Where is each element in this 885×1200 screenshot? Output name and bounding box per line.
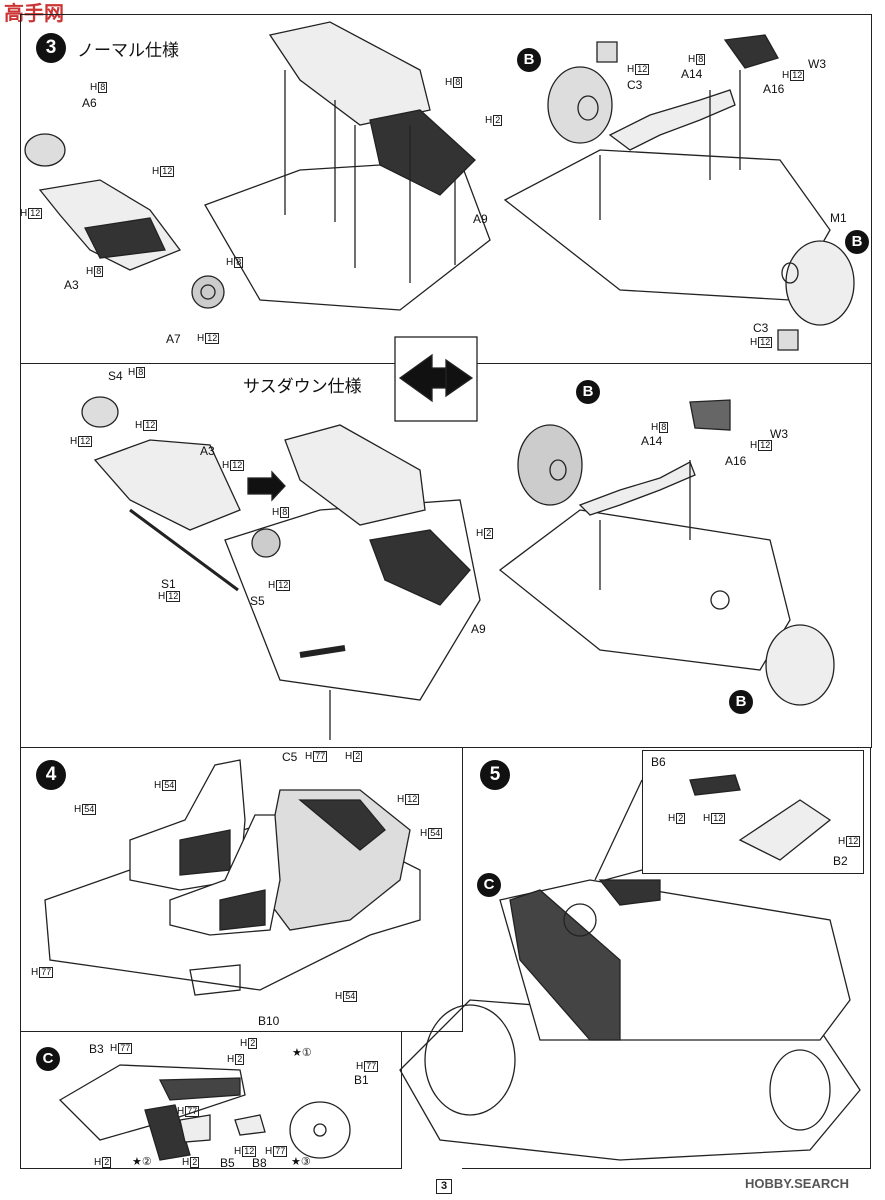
- wheel-b-sasdown-top: B: [576, 380, 600, 404]
- step5-panel: [462, 747, 871, 1169]
- star-mark-2: ★②: [132, 1156, 152, 1168]
- part-b1-label: B1: [354, 1073, 369, 1087]
- part-b6-label: B6: [651, 755, 666, 769]
- wheel-b-marker-bottom: B: [845, 230, 869, 254]
- part-a9-sasdown-label: A9: [471, 622, 486, 636]
- part-b8-label: B8: [252, 1156, 267, 1170]
- star-mark-1: ★①: [292, 1047, 312, 1059]
- part-a9-label: A9: [473, 212, 488, 226]
- subassembly-c-marker: C: [36, 1047, 60, 1071]
- part-b2-label: B2: [833, 854, 848, 868]
- hobbysearch-watermark: HOBBY.SEARCH: [745, 1176, 850, 1191]
- part-s4-label: S4: [108, 369, 123, 383]
- part-b5-label: B5: [220, 1156, 235, 1170]
- sasdown-spec-title: サスダウン仕様: [243, 377, 362, 396]
- part-s5-label: S5: [250, 594, 265, 608]
- part-c5-label: C5: [282, 750, 298, 764]
- normal-spec-title: ノーマル仕様: [77, 41, 179, 60]
- part-s1-label: S1: [161, 577, 176, 591]
- part-b10-label: B10: [258, 1014, 280, 1028]
- part-a16-sasdown-label: A16: [725, 454, 747, 468]
- stepC-panel: [20, 1031, 402, 1169]
- step-4-number: 4: [36, 760, 66, 790]
- part-w3-sasdown-label: W3: [770, 427, 788, 441]
- step-3-number: 3: [36, 33, 66, 63]
- page-number: 3: [436, 1179, 453, 1194]
- part-w3-label: W3: [808, 57, 826, 71]
- star-mark-3: ★③: [291, 1156, 311, 1168]
- subassembly-c-marker-step5: C: [477, 873, 501, 897]
- part-a3-sasdown-label: A3: [200, 444, 215, 458]
- wheel-b-marker-top: B: [517, 48, 541, 72]
- wheel-b-sasdown-bottom: B: [729, 690, 753, 714]
- part-b3-label: B3: [89, 1042, 104, 1056]
- part-a16-label: A16: [763, 82, 785, 96]
- step5-inset: [642, 750, 864, 874]
- part-a7-label: A7: [166, 332, 181, 346]
- part-a3-label: A3: [64, 278, 79, 292]
- step-5-number: 5: [480, 760, 510, 790]
- part-a14-sasdown-label: A14: [641, 434, 663, 448]
- part-c3-bottom-label: C3: [753, 321, 769, 335]
- part-a14-label: A14: [681, 67, 703, 81]
- part-m1-label: M1: [830, 211, 847, 225]
- part-c3-top-label: C3: [627, 78, 643, 92]
- part-a6-label: A6: [82, 96, 97, 110]
